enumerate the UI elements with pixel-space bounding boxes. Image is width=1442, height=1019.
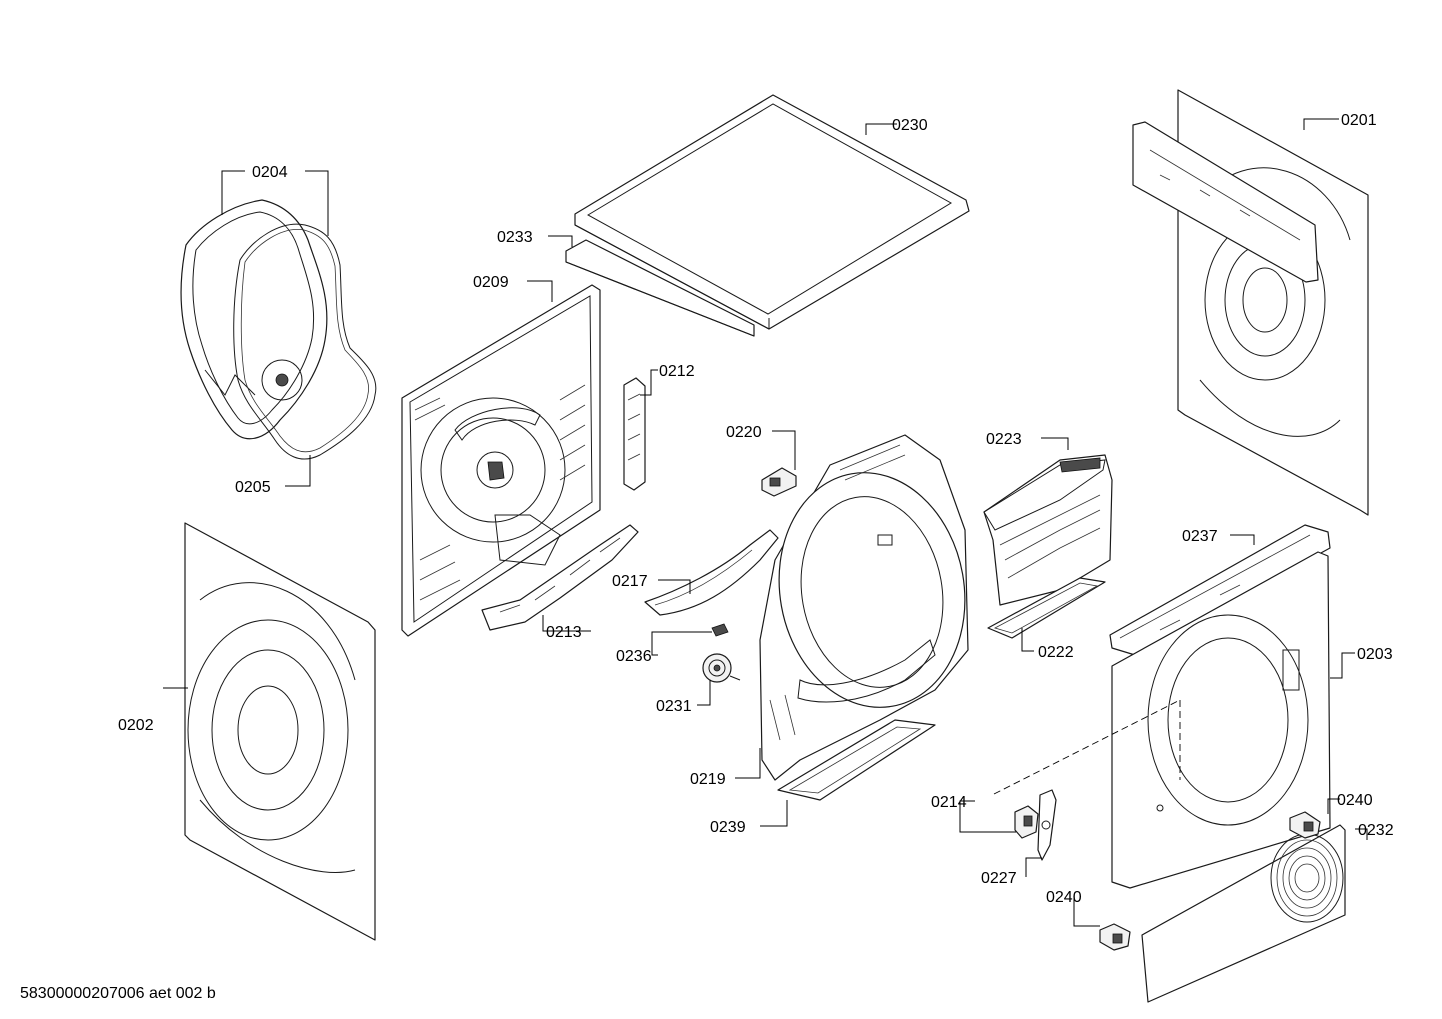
part-0236-sensor xyxy=(711,623,729,637)
label-0214: 0214 xyxy=(931,794,967,811)
label-0240-lower: 0240 xyxy=(1046,889,1082,906)
label-0233: 0233 xyxy=(497,229,533,246)
label-0222: 0222 xyxy=(1038,644,1074,661)
label-0209: 0209 xyxy=(473,274,509,291)
label-0231: 0231 xyxy=(656,698,692,715)
part-0217-duct xyxy=(644,529,779,616)
part-0232-front-cover xyxy=(1141,824,1346,1003)
label-0204: 0204 xyxy=(252,164,288,181)
label-0213: 0213 xyxy=(546,624,582,641)
part-0230-top-cover xyxy=(574,94,970,330)
label-0236: 0236 xyxy=(616,648,652,665)
part-0220-clip xyxy=(761,467,797,497)
label-0205: 0205 xyxy=(235,479,271,496)
label-0239: 0239 xyxy=(710,819,746,836)
leader-lines xyxy=(163,118,1368,927)
label-0232: 0232 xyxy=(1358,822,1394,839)
label-0203: 0203 xyxy=(1357,646,1393,663)
part-0202-side-panel xyxy=(184,522,376,941)
label-0202: 0202 xyxy=(118,717,154,734)
drawing-number: 58300000207006 aet 002 b xyxy=(20,985,216,1002)
part-0219-bearing-frame xyxy=(759,434,969,781)
label-0230: 0230 xyxy=(892,117,928,134)
part-0227-hinge xyxy=(1037,789,1057,861)
part-0213-lower-bracket xyxy=(481,524,639,631)
label-0240-upper: 0240 xyxy=(1337,792,1373,809)
part-0240-clip-lower xyxy=(1099,923,1131,951)
label-0201: 0201 xyxy=(1341,112,1377,129)
label-0219: 0219 xyxy=(690,771,726,788)
alignment-dash-line xyxy=(993,699,1181,795)
part-0209-rear-panel xyxy=(401,284,601,637)
part-0222-seal xyxy=(987,577,1106,639)
label-0217: 0217 xyxy=(612,573,648,590)
part-0204-rear-frame xyxy=(180,199,328,440)
part-0214-door-lock xyxy=(1014,805,1039,839)
part-0237-top-bar xyxy=(1109,524,1331,656)
label-0223: 0223 xyxy=(986,431,1022,448)
part-0233-lid-plate xyxy=(565,239,755,337)
part-0231-knob xyxy=(702,653,741,683)
part-0205-gasket xyxy=(233,223,377,460)
label-0212: 0212 xyxy=(659,363,695,380)
part-0240-clip-upper xyxy=(1289,811,1321,839)
part-0223-filter-housing xyxy=(983,454,1113,606)
label-0227: 0227 xyxy=(981,870,1017,887)
part-0203-front-panel xyxy=(1111,551,1331,889)
part-0201-side-panel xyxy=(1132,89,1369,516)
part-0239-seal xyxy=(777,719,936,801)
label-0220: 0220 xyxy=(726,424,762,441)
label-0237: 0237 xyxy=(1182,528,1218,545)
part-0212-bracket xyxy=(623,377,646,491)
